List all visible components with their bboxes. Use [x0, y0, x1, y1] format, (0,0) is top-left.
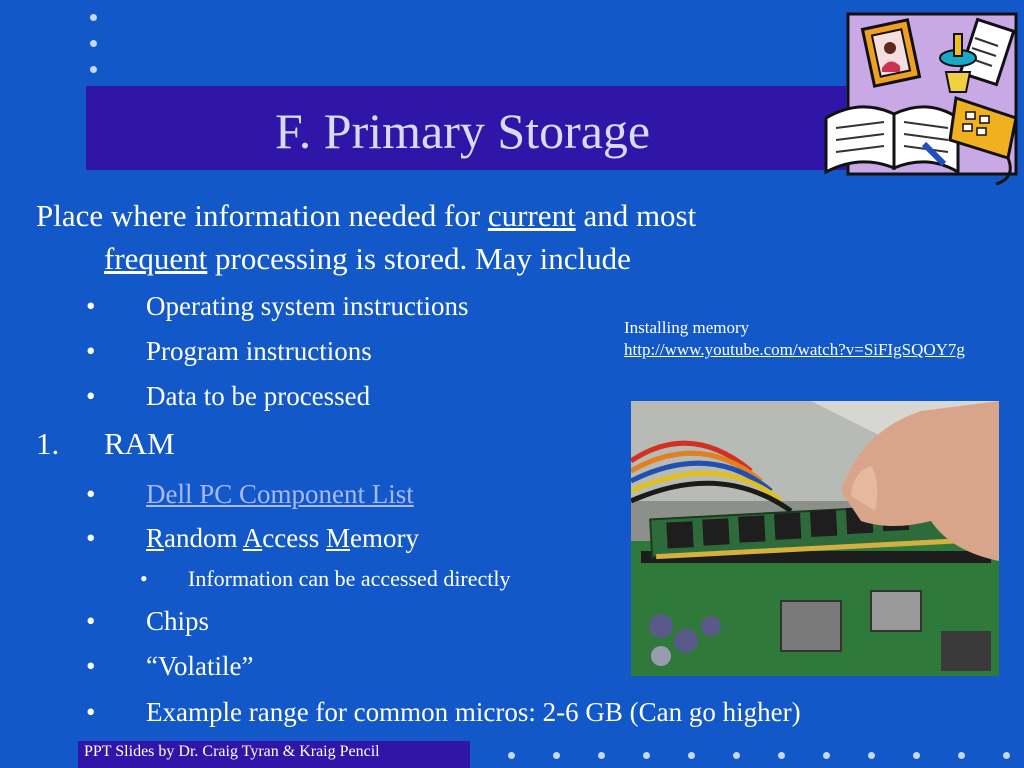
dot-icon: [90, 14, 97, 21]
item-number: 1.: [36, 426, 60, 461]
dot-icon: [778, 752, 785, 759]
bullet-icon: •: [86, 291, 96, 321]
video-link[interactable]: http://www.youtube.com/watch?v=SiFIgSQOY…: [624, 340, 965, 359]
intro-current-word: current: [487, 198, 576, 233]
memory-install-photo: [631, 401, 999, 676]
caption-label: Installing memory: [624, 318, 750, 337]
intro-text: and most: [575, 198, 697, 233]
intro-continuation: frequent processing is stored. May inclu…: [36, 237, 916, 280]
dot-icon: [958, 752, 965, 759]
dot-icon: [688, 752, 695, 759]
dot-icon: [598, 752, 605, 759]
acronym-rest: emory: [350, 523, 419, 553]
bullet-icon: •: [86, 606, 96, 636]
dot-icon: [913, 752, 920, 759]
bullet-icon: •: [86, 651, 96, 681]
dot-icon: [868, 752, 875, 759]
acronym-letter: A: [242, 523, 263, 553]
acronym-rest: andom: [164, 523, 243, 553]
desk-clipart-icon: [824, 12, 1018, 186]
bullet-icon: •: [140, 566, 148, 591]
decorative-dots-top: [88, 10, 100, 74]
footer-credit: PPT Slides by Dr. Craig Tyran & Kraig Pe…: [84, 743, 380, 760]
dot-icon: [90, 66, 97, 73]
footer-bar: [78, 741, 470, 768]
dot-icon: [90, 40, 97, 47]
title-bar: [86, 86, 846, 170]
dot-icon: [733, 752, 740, 759]
dot-icon: [1003, 752, 1010, 759]
bullet-text: Chips: [146, 606, 210, 636]
intro-frequent-word: frequent: [104, 241, 208, 276]
sub-bullet-text: Information can be accessed directly: [188, 566, 511, 591]
acronym-rest: ccess: [262, 523, 326, 553]
acronym-letter: M: [325, 523, 350, 553]
dot-icon: [553, 752, 560, 759]
decorative-dots-bottom: [480, 750, 1020, 762]
bullet-icon: •: [86, 479, 96, 509]
bullet-text: “Volatile”: [146, 651, 254, 681]
bullet-icon: •: [86, 336, 96, 366]
bullet-text: Program instructions: [146, 336, 372, 366]
bullet-icon: •: [86, 523, 96, 553]
dot-icon: [508, 752, 515, 759]
bullet-text: Operating system instructions: [146, 291, 469, 321]
intro-text: processing is stored. May include: [207, 241, 631, 276]
ram-acronym: Random Access Memory: [146, 521, 419, 555]
dot-icon: [823, 752, 830, 759]
bullet-text: Data to be processed: [146, 381, 371, 411]
bullet-icon: •: [86, 697, 96, 727]
slide-title: F. Primary Storage: [275, 103, 651, 159]
dell-component-list-link[interactable]: Dell PC Component List: [146, 479, 414, 509]
acronym-letter: R: [146, 523, 165, 553]
item-label: RAM: [104, 426, 175, 461]
bullet-text: Example range for common micros: 2-6 GB …: [146, 697, 801, 727]
bullet-icon: •: [86, 381, 96, 411]
dot-icon: [643, 752, 650, 759]
video-caption: Installing memory http://www.youtube.com…: [624, 317, 1010, 361]
intro-paragraph: Place where information needed for curre…: [36, 194, 916, 280]
intro-text: Place where information needed for: [36, 198, 488, 233]
